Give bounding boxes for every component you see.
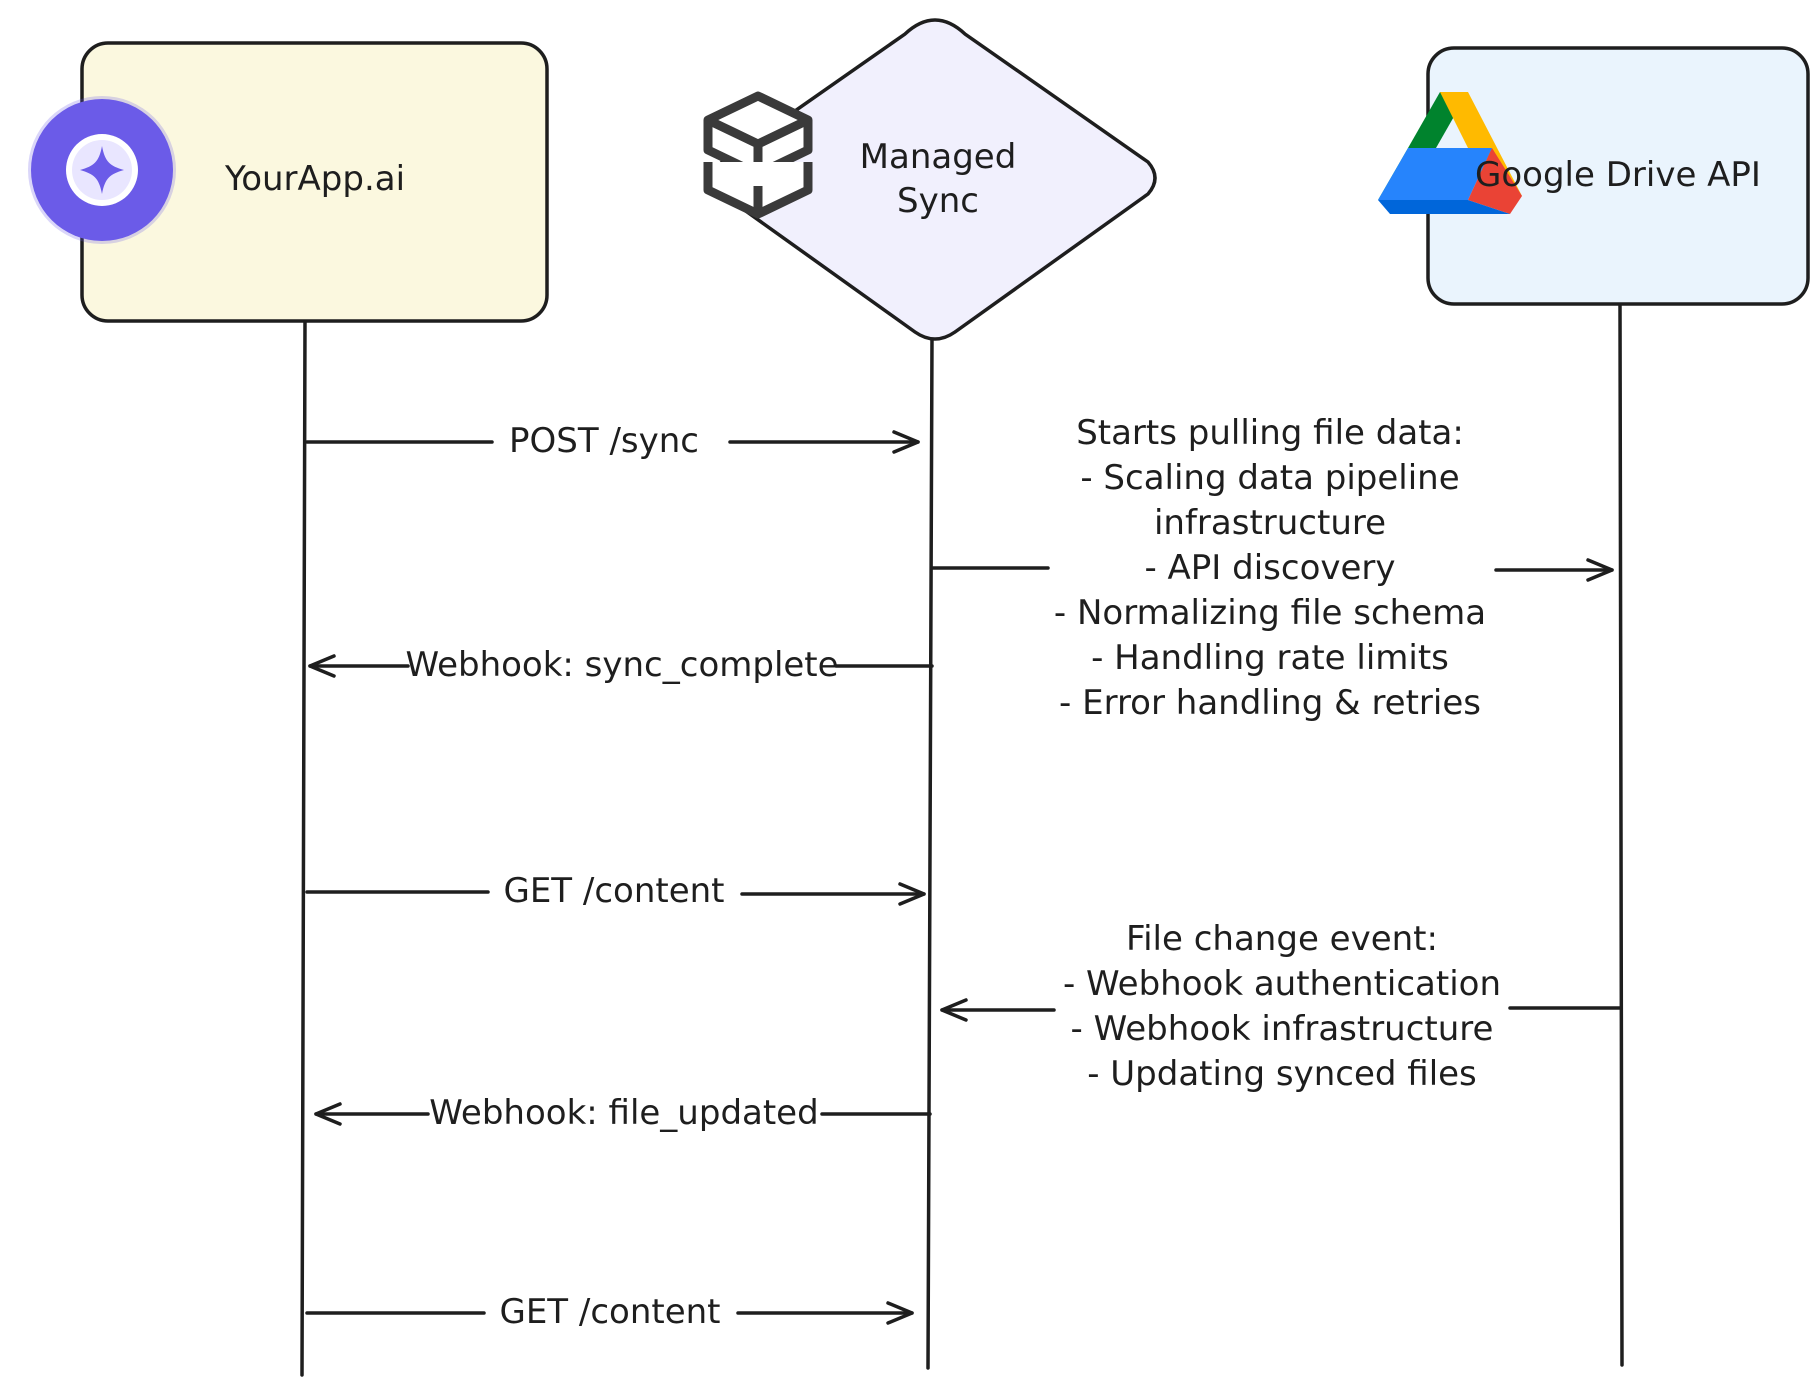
- message-get-content-1: GET /content: [305, 871, 926, 911]
- note-line: Starts pulling file data:: [1076, 413, 1464, 453]
- note-line: - Updating synced files: [1087, 1054, 1477, 1094]
- drive-label: Google Drive API: [1475, 155, 1761, 195]
- note-line: File change event:: [1126, 919, 1438, 959]
- participant-drive[interactable]: Google Drive API: [1378, 46, 1810, 306]
- message-webhook-file-updated: Webhook: file_updated: [314, 1093, 932, 1133]
- sync-label-line2: Sync: [897, 181, 979, 221]
- lifeline-app: [300, 318, 307, 1377]
- app-label: YourApp.ai: [224, 159, 405, 199]
- message-label: Webhook: file_updated: [429, 1093, 818, 1133]
- message-file-change: [940, 998, 1622, 1022]
- database-stack-icon: [703, 91, 813, 219]
- note-line: - Webhook infrastructure: [1071, 1009, 1494, 1049]
- sync-diamond: [713, 18, 1157, 341]
- note-file-change: File change event: - Webhook authenticat…: [1063, 919, 1501, 1094]
- sync-label-line1: Managed: [860, 137, 1017, 177]
- participant-sync[interactable]: Managed Sync: [703, 18, 1157, 341]
- lifeline-drive: [1618, 303, 1624, 1367]
- message-post-sync: POST /sync: [305, 421, 920, 461]
- message-label: POST /sync: [509, 421, 699, 461]
- note-line: - Normalizing file schema: [1054, 593, 1486, 633]
- note-line: - Scaling data pipeline: [1080, 458, 1459, 498]
- note-pull-data: Starts pulling file data: - Scaling data…: [1054, 413, 1486, 723]
- participant-app[interactable]: YourApp.ai: [28, 41, 549, 323]
- lifeline-sync: [926, 336, 934, 1370]
- note-line: infrastructure: [1154, 503, 1386, 543]
- message-webhook-sync-complete: Webhook: sync_complete: [308, 645, 934, 685]
- message-get-content-2: GET /content: [305, 1292, 914, 1332]
- google-drive-icon: [1378, 92, 1522, 214]
- note-line: - Webhook authentication: [1063, 964, 1501, 1004]
- message-pull-data: [930, 558, 1614, 582]
- sparkle-badge-icon: [28, 96, 176, 244]
- message-label: GET /content: [499, 1292, 720, 1332]
- note-line: - API discovery: [1144, 548, 1395, 588]
- note-line: - Handling rate limits: [1091, 638, 1449, 678]
- note-line: - Error handling & retries: [1059, 683, 1481, 723]
- message-label: Webhook: sync_complete: [405, 645, 838, 685]
- message-label: GET /content: [503, 871, 724, 911]
